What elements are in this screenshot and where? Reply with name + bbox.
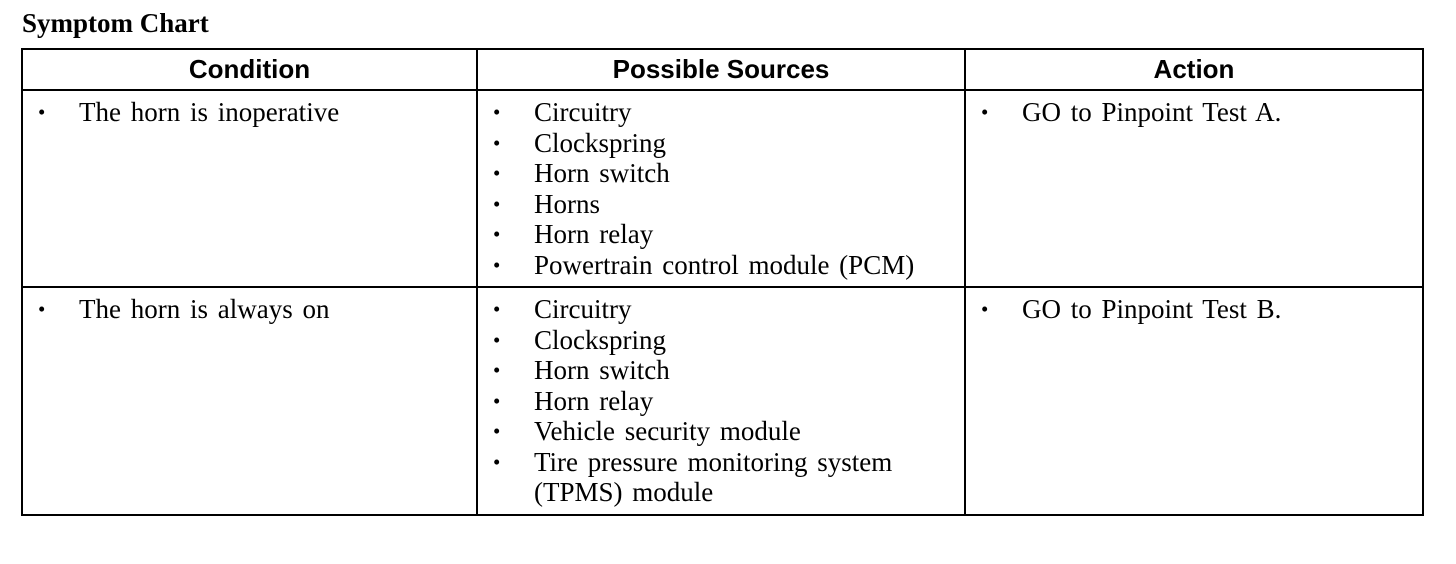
table-row: • The horn is always on • Circuitry • Clocksp… [21,286,1424,516]
bullet-icon: • [493,388,501,413]
bullet-icon: • [38,297,46,321]
list-item: • Horn switch [478,355,964,386]
bullet-list: • GO to Pinpoint Test A. [966,91,1422,134]
bullet-icon: • [493,419,501,443]
action-cell: • GO to Pinpoint Test B. [964,286,1424,516]
condition-cell: • The horn is inoperative [21,89,478,288]
list-item: • Clockspring [478,128,964,159]
bullet-icon: • [493,100,501,124]
list-item-text: The horn is always on [79,294,330,324]
list-item-text: Clockspring [534,324,666,355]
bullet-list: • GO to Pinpoint Test B. [966,288,1422,331]
table-row: • The horn is inoperative • Circuitry • Clock… [21,89,1424,288]
list-item-text: Vehicle security module [534,416,801,446]
list-item: • The horn is inoperative [23,97,476,128]
list-item: • Horn switch [478,158,964,189]
bullet-icon: • [493,297,501,321]
list-item-text: Horn switch [534,355,670,385]
bullet-icon: • [493,161,501,185]
bullet-icon: • [493,130,501,155]
list-item: • Vehicle security module [478,416,964,447]
table-header-row: Condition Possible Sources Action [21,48,1424,91]
list-item: • Circuitry [478,294,964,325]
bullet-icon: • [38,100,46,124]
list-item: • GO to Pinpoint Test A. [966,97,1422,128]
condition-cell: • The horn is always on [21,286,478,516]
list-item: • Circuitry [478,97,964,128]
page-title: Symptom Chart [22,8,209,38]
bullet-list: • Circuitry • Clockspring • Horn switch • Horns… [478,91,964,286]
bullet-icon: • [493,449,501,474]
bullet-list: • The horn is always on [23,288,476,331]
bullet-icon: • [493,252,501,277]
bullet-icon: • [493,222,501,246]
list-item-text: GO to Pinpoint Test A. [1022,97,1282,127]
list-item: • Tire pressure monitoring system (TPMS) … [478,447,964,508]
column-header-condition: Condition [21,48,478,91]
list-item-text: Horn relay [534,385,654,416]
list-item: • GO to Pinpoint Test B. [966,294,1422,325]
bullet-icon: • [981,100,989,124]
list-item: • The horn is always on [23,294,476,325]
possible-sources-cell: • Circuitry • Clockspring • Horn switch • Horns… [476,89,966,288]
list-item-text: Clockspring [534,127,666,158]
list-item-text: Horns [534,188,600,219]
column-header-possible-sources: Possible Sources [476,48,966,91]
list-item: • Clockspring [478,325,964,356]
column-header-action: Action [964,48,1424,91]
list-item: • Horn relay [478,219,964,250]
symptom-table: Condition Possible Sources Action • The h… [21,48,1424,516]
list-item-text: Circuitry [534,97,632,127]
list-item-text: Horn switch [534,158,670,188]
list-item: • Powertrain control module (PCM) [478,250,964,281]
list-item-text: The horn is inoperative [79,97,340,127]
list-item-text: GO to Pinpoint Test B. [1022,294,1282,324]
list-item-text: Circuitry [534,294,632,324]
possible-sources-cell: • Circuitry • Clockspring • Horn switch • Horn … [476,286,966,516]
bullet-list: • Circuitry • Clockspring • Horn switch • Horn … [478,288,964,514]
list-item-text: Tire pressure monitoring system (TPMS) m… [534,446,893,508]
bullet-icon: • [493,358,501,382]
bullet-icon: • [493,327,501,352]
list-item: • Horn relay [478,386,964,417]
list-item: • Horns [478,189,964,220]
bullet-icon: • [981,297,989,321]
list-item-text: Powertrain control module (PCM) [534,249,915,280]
list-item-text: Horn relay [534,219,654,249]
bullet-list: • The horn is inoperative [23,91,476,134]
bullet-icon: • [493,191,501,216]
action-cell: • GO to Pinpoint Test A. [964,89,1424,288]
